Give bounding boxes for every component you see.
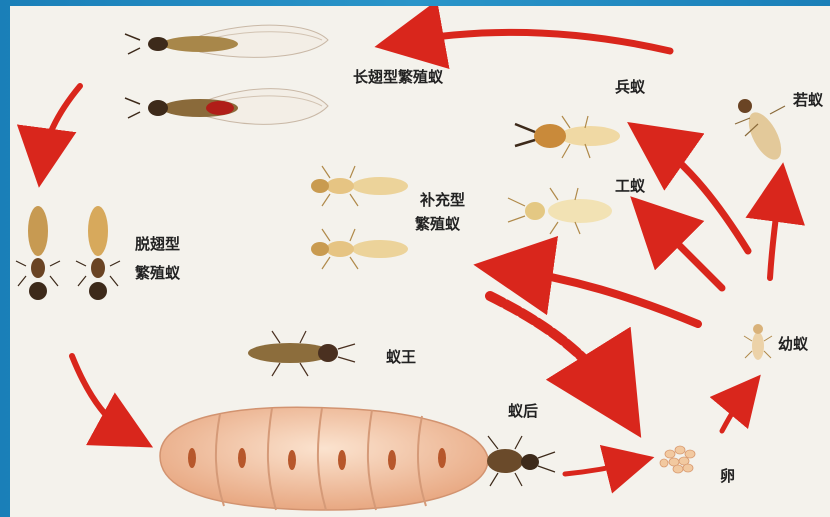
arrow-egg-to-larva: [722, 390, 748, 431]
label-queen: 蚁后: [508, 403, 538, 420]
winged-alate-top: [125, 25, 328, 57]
arrow-larva-to-nymph: [770, 186, 780, 278]
label-nymph: 若蚁: [793, 92, 823, 109]
winged-alate-bottom: [125, 89, 328, 125]
arrow-larva-to-worker: [650, 216, 722, 288]
supplementary-bottom: [311, 229, 408, 269]
label-soldier: 兵蚁: [615, 79, 645, 96]
nymph-termite: [735, 99, 788, 165]
queen-termite: [160, 407, 555, 510]
supplementary-top: [311, 166, 408, 206]
king-termite: [248, 331, 355, 376]
arrow-queen-to-egg: [565, 462, 635, 474]
dealate-right: [76, 206, 120, 300]
arrow-alate-to-dealate: [42, 86, 80, 164]
arrow-dashed-to-egg: [490, 296, 620, 404]
label-dealate-line2: 繁殖蚁: [135, 265, 180, 282]
label-dealate-line1: 脱翅型: [135, 236, 180, 253]
dealate-left: [16, 206, 60, 300]
label-egg: 卵: [720, 468, 735, 485]
larva-termite: [744, 324, 772, 360]
arrow-alate-top: [402, 32, 670, 51]
label-larva: 幼蚁: [778, 336, 808, 353]
label-alate: 长翅型繁殖蚁: [353, 69, 443, 86]
label-king: 蚁王: [386, 349, 416, 366]
label-worker: 工蚁: [615, 178, 645, 195]
soldier-termite: [515, 116, 620, 158]
arrow-dealate-to-queen: [72, 356, 132, 436]
egg-cluster: [660, 446, 695, 473]
label-supplementary-line1: 补充型: [420, 192, 465, 209]
worker-termite: [508, 188, 612, 234]
life-cycle-panel: 长翅型繁殖蚁 兵蚁 若蚁 工蚁 补充型 繁殖蚁 脱翅型 繁殖蚁 蚁王 幼蚁 蚁后…: [10, 6, 830, 517]
label-supplementary-line2: 繁殖蚁: [415, 216, 460, 233]
